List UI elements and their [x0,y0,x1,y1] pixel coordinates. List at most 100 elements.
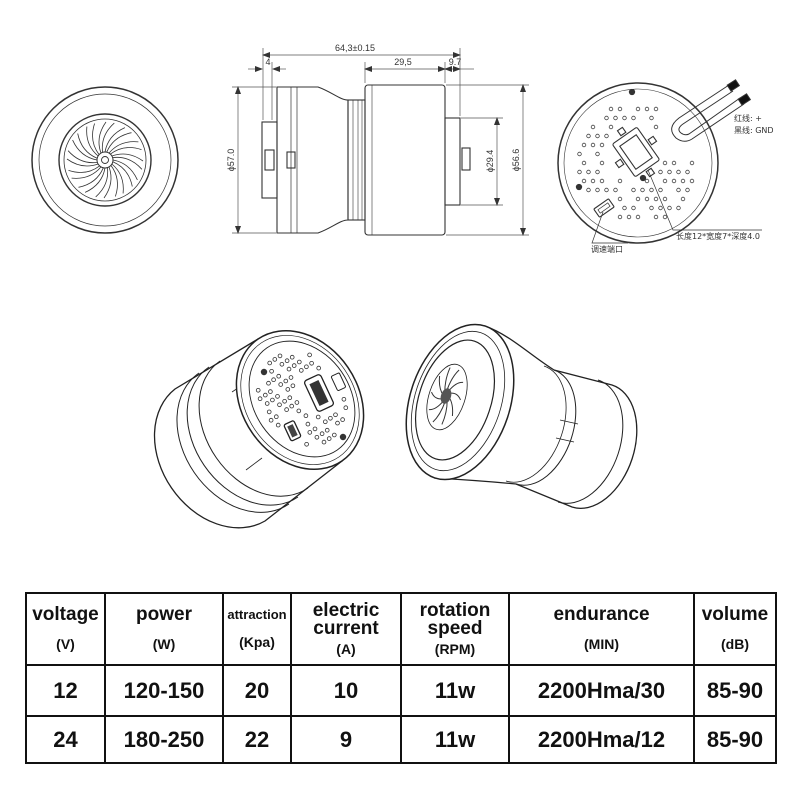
vent-hole [622,205,627,211]
vent-hole [626,214,632,220]
rear-cap-diameter-label: ϕ29.4 [485,150,495,173]
render-neck-rib [559,419,579,425]
vent-hole [590,142,596,148]
render-rear-seam [557,379,624,504]
render-vent-hole [284,358,290,364]
render-vent-hole [298,368,304,373]
impeller-blade [101,122,115,153]
render-shroud-lip [410,330,506,472]
technical-drawing: 64,3±0.15 4 29,5 9.7 ϕ57.0 ϕ29.4 ϕ56.6 [31,43,774,529]
render-body-band [176,372,290,513]
render-connector [303,374,335,412]
vent-hole [581,142,587,148]
render-vent-hole [304,441,309,447]
render-vent-hole [272,357,278,362]
vent-hole [676,205,681,211]
render-vent-hole [279,361,285,367]
render-back-ring [240,335,360,465]
header-electric-current: electric current (A) [290,592,402,666]
vent-hole [689,178,695,184]
shroud-notch [286,151,296,169]
port-size-leader [647,169,762,231]
impeller-blade [66,158,99,167]
vent-hole [676,187,681,193]
header-unit: (A) [336,640,356,657]
render-vent-hole [282,398,287,404]
header-power: power (W) [104,592,224,666]
render-vent-hole [287,395,293,401]
cell-endurance: 2200Hma/30 [508,664,695,717]
impeller-hub [96,151,114,169]
vent-hole [644,196,650,202]
render-slot [330,372,346,391]
rear-connector [461,147,471,171]
impeller-blade [112,161,133,187]
rear-outline [557,82,719,244]
header-unit: (Kpa) [239,634,275,650]
port-tab [647,135,658,146]
vent-hole [631,115,636,121]
render-vent-hole [288,375,294,380]
render-vent-hole [289,403,295,409]
vent-hole [617,196,623,202]
vent-hole [649,115,654,121]
render-vent-hole [340,417,345,422]
speed-port-pins [597,202,611,214]
impeller-blade [106,132,132,153]
cell-endurance: 2200Hma/12 [508,715,695,764]
vent-hole [599,178,605,184]
render-vent-hole [268,417,274,423]
side-view-drawing [261,84,471,236]
render-vent-hole [319,431,325,437]
render-neck-band [515,369,577,486]
vent-hole [599,160,605,166]
render-vent-hole [285,387,291,392]
port-size-label: 长度12*宽度7*深度4.0 [676,231,760,241]
render-vent-hole [270,397,275,403]
cell-rotation-speed: 11w [400,715,510,764]
rear-view-drawing [557,79,762,244]
vent-hole [649,187,654,193]
vent-hole [595,151,600,157]
render-back-rim [235,329,365,471]
render-vent-hole [333,412,338,418]
impeller-blade [104,127,126,153]
hub-width-label: 4 [265,57,270,67]
vent-hole [658,169,663,175]
render-vent-hole [331,432,337,438]
render-connector-socket [309,380,329,406]
header-voltage: voltage (V) [25,592,106,666]
body-length-label: 29,5 [394,57,412,67]
render-speed-port-socket [287,424,298,438]
impeller-blade [108,141,139,154]
vent-hole [586,169,591,175]
rear-cap [444,117,461,206]
vent-hole [680,196,686,202]
impeller-blade [72,139,98,161]
header-label: current [313,617,379,639]
vent-hole [604,115,609,121]
vent-hole [658,187,663,193]
vent-hole [604,187,609,193]
rear-view-labels: 红线: + 黑线: GND 长度12*宽度7*深度4.0 调速端口 [591,113,774,254]
impeller-blade [103,166,112,199]
fan-shroud [276,86,349,234]
render-neck-band [505,365,567,483]
cell-volume: 85-90 [693,715,777,764]
vent-hole [644,106,650,112]
table-row: 12 120-150 20 10 11w 2200Hma/30 85-90 [25,664,777,717]
header-volume: volume (dB) [693,592,777,666]
render-vent-hole [307,430,313,435]
render-body-band [186,366,299,506]
render-impeller-blade [446,369,460,391]
port-tab [616,126,627,137]
impeller-blade [92,123,100,155]
vent-hole [622,115,627,121]
impeller-blade [98,121,107,154]
vent-hole [662,178,668,184]
render-screw [339,433,347,441]
center-port-outer [612,127,660,177]
intake-ring-outer [58,113,152,207]
vent-hole [662,160,668,166]
vent-hole [613,115,618,121]
